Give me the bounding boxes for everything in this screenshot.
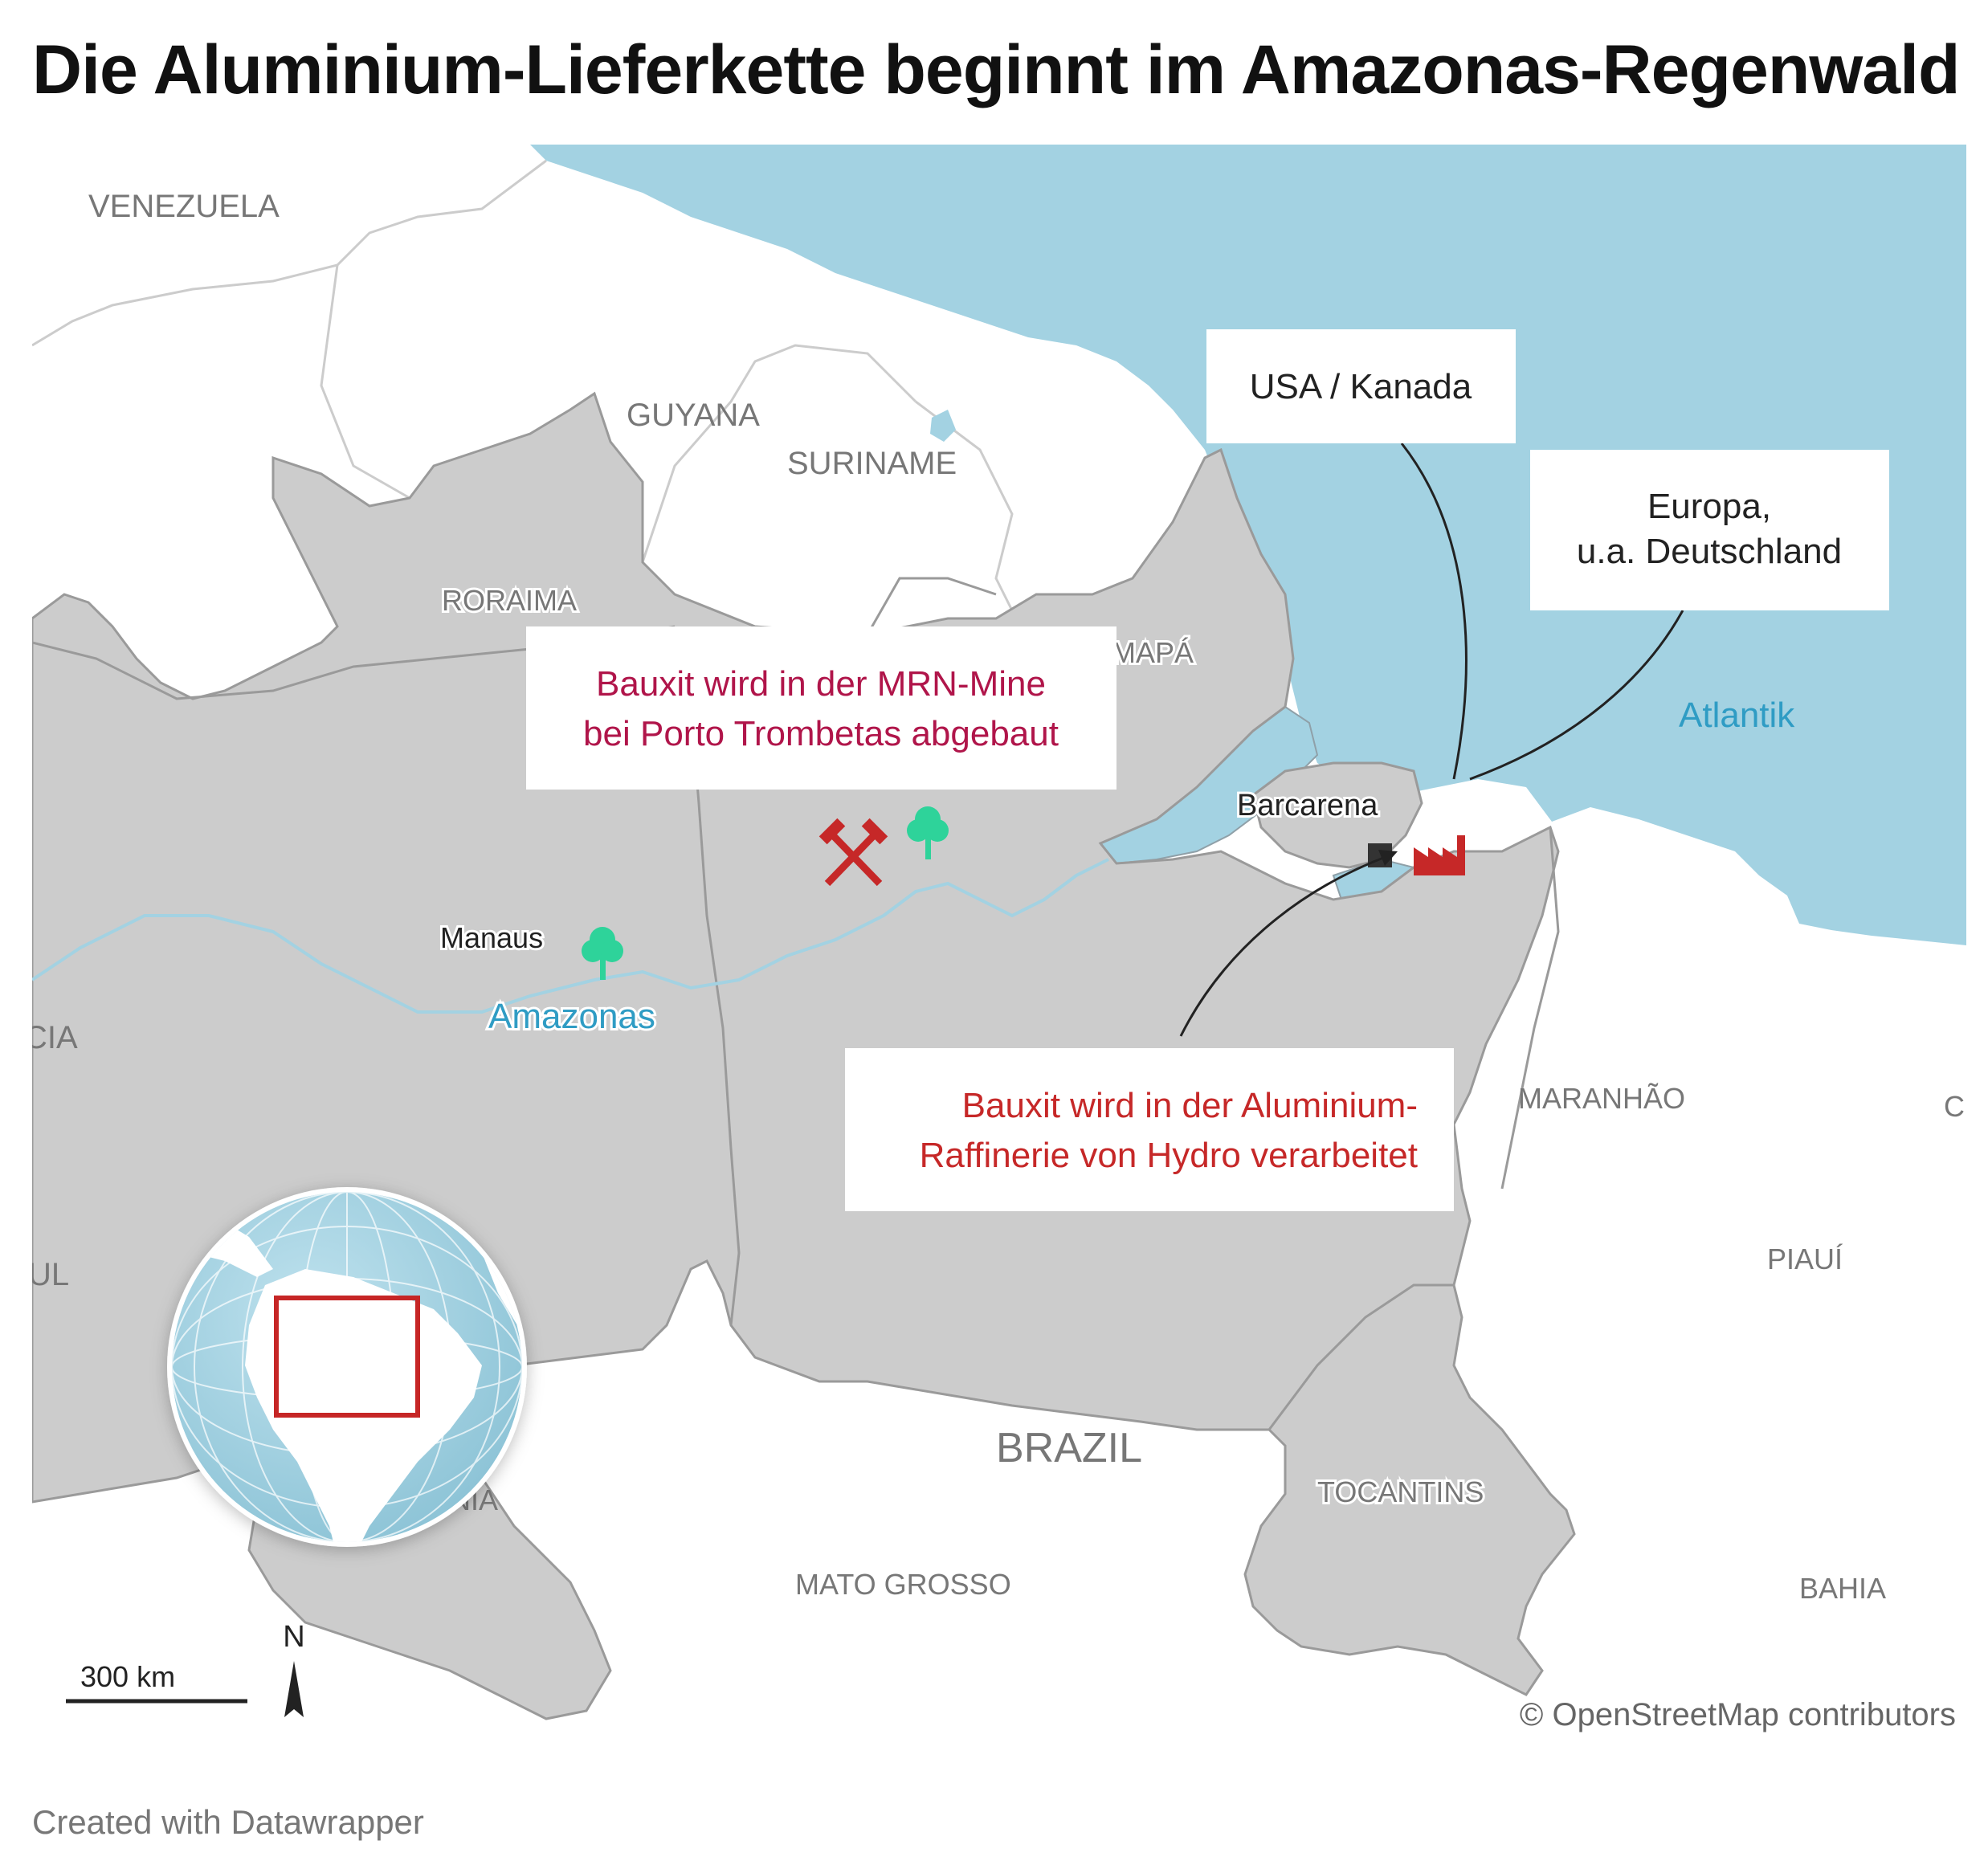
suriname-border	[641, 344, 917, 563]
north-arrow-label: N	[283, 1620, 304, 1654]
callout-europe: Europa, u.a. Deutschland	[1530, 450, 1889, 610]
mine-icon[interactable]	[818, 818, 888, 887]
export-line-usa	[1400, 443, 1468, 780]
locator-globe[interactable]	[167, 1187, 546, 1558]
callout-usa-text: USA / Kanada	[1250, 367, 1472, 406]
callout-refinery-line-1: Bauxit wird in der Aluminium-	[962, 1086, 1418, 1125]
country-label-brazil: BRAZIL	[996, 1425, 1142, 1471]
state-label-tocantins: TOCANTINS	[1317, 1475, 1484, 1508]
venezuela-border	[32, 159, 547, 347]
refinery-icon[interactable]	[1414, 835, 1465, 875]
north-arrow-icon	[284, 1661, 304, 1717]
state-label-maranhao: MARANHÃO	[1518, 1082, 1685, 1115]
north-arrow: N	[283, 1620, 305, 1717]
scale-bar-label: 300 km	[80, 1660, 175, 1693]
clipped-label-left-2: UL	[32, 1257, 69, 1292]
state-border-para-maranhao	[1500, 826, 1560, 1190]
city-label-barcarena: Barcarena	[1237, 789, 1378, 822]
country-label-guyana: GUYANA	[627, 398, 760, 433]
globe-extent-box	[274, 1296, 420, 1418]
state-label-mato-grosso: MATO GROSSO	[795, 1568, 1011, 1601]
french-guiana-border	[915, 400, 1022, 627]
country-label-venezuela: VENEZUELA	[88, 189, 280, 224]
callout-mine-line-2: bei Porto Trombetas abgebaut	[583, 714, 1059, 753]
forest-icon-manaus[interactable]	[582, 927, 623, 980]
footer-credit: Created with Datawrapper	[32, 1803, 424, 1841]
callout-usa: USA / Kanada	[1206, 329, 1516, 443]
suriname-lake	[930, 410, 956, 442]
callout-europe-line-2: u.a. Deutschland	[1577, 532, 1842, 571]
callout-europe-line-1: Europa,	[1647, 487, 1771, 526]
scale-bar: 300 km	[66, 1660, 247, 1704]
state-border-tocantins	[1268, 1283, 1454, 1430]
map-attribution: © OpenStreetMap contributors	[1520, 1697, 1956, 1732]
water-label-amazonas: Amazonas	[488, 997, 655, 1036]
callout-refinery-line-2: Raffinerie von Hydro verarbeitet	[920, 1136, 1418, 1175]
state-label-roraima: RORAIMA	[442, 584, 577, 617]
map[interactable]: VENEZUELA GUYANA SURINAME BRAZIL RORAIMA…	[32, 145, 1966, 1743]
export-line-europe	[1469, 610, 1684, 781]
country-label-suriname: SURINAME	[787, 446, 957, 481]
atlantic-ocean	[530, 145, 1966, 945]
marajo-island	[1251, 761, 1423, 869]
clipped-label-right: CI	[1944, 1090, 1966, 1123]
state-label-bahia: BAHIA	[1799, 1572, 1886, 1605]
state-border-amapa	[866, 577, 997, 635]
callout-mine: Bauxit wird in der MRN-Mine bei Porto Tr…	[526, 626, 1116, 790]
page-title: Die Aluminium-Lieferkette beginnt im Ama…	[32, 31, 1961, 108]
state-label-piaui: PIAUÍ	[1767, 1243, 1843, 1275]
city-label-manaus: Manaus	[440, 921, 543, 954]
refinery-arrow-head	[1378, 850, 1398, 866]
amazon-river	[32, 858, 1109, 1014]
refinery-arrow	[1179, 854, 1390, 1037]
callout-mine-line-1: Bauxit wird in der MRN-Mine	[596, 664, 1046, 704]
forest-icon-trombetas[interactable]	[907, 806, 949, 859]
water-label-atlantik: Atlantik	[1679, 696, 1795, 735]
callout-refinery: Bauxit wird in der Aluminium- Raffinerie…	[845, 1048, 1454, 1211]
clipped-label-left-1: CIA	[32, 1020, 78, 1055]
